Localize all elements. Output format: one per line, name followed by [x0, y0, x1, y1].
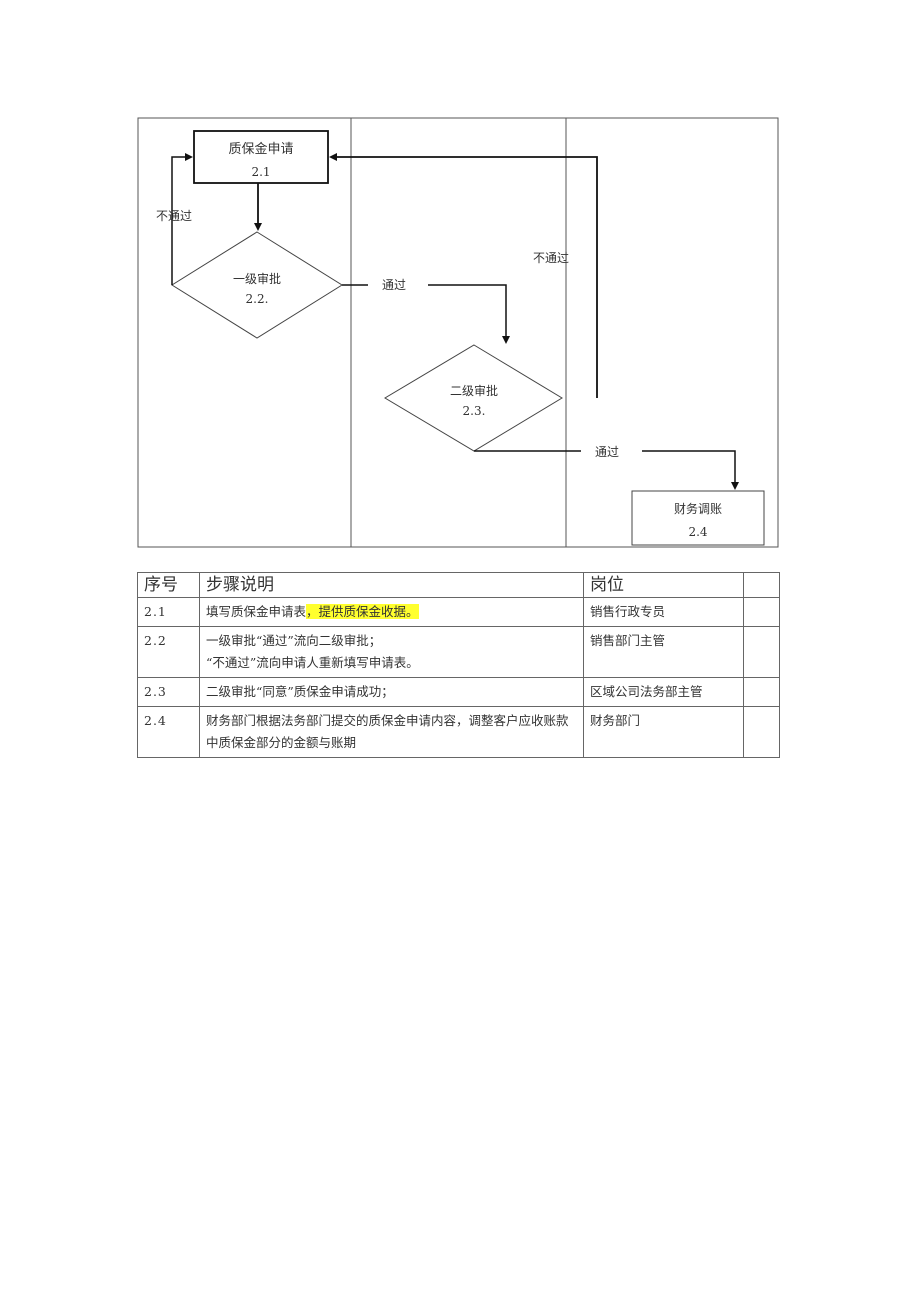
row-seq: 2.3: [137, 677, 200, 707]
row-desc: 财务部门根据法务部门提交的质保金申请内容，调整客户应收账款中质保金部分的金额与账…: [199, 706, 584, 758]
row-desc: 一级审批“通过”流向二级审批； “不通过”流向申请人重新填写申请表。: [199, 626, 584, 678]
table-header-row: 序号 步骤说明 岗位: [137, 572, 780, 598]
reject-label-1: 不通过: [156, 209, 192, 223]
row-extra: [743, 706, 780, 758]
node-2-4-box: [631, 490, 765, 546]
header-role: 岗位: [583, 572, 744, 598]
row-desc-text: 填写质保金申请表: [206, 604, 307, 619]
node-2-1-title: 质保金申请: [228, 141, 293, 157]
row-role: 财务部门: [583, 706, 744, 758]
arrow-2-2-pass-to-2-3: [428, 284, 510, 344]
row-role: 销售部门主管: [583, 626, 744, 678]
header-seq: 序号: [137, 572, 200, 598]
arrow-2-3-reject-to-2-1: [329, 153, 598, 398]
row-desc-highlight: ，提供质保金收据。: [306, 604, 419, 619]
reject-label-2: 不通过: [533, 251, 569, 265]
row-role: 销售行政专员: [583, 597, 744, 627]
row-desc: 填写质保金申请表，提供质保金收据。: [199, 597, 584, 627]
row-extra: [743, 597, 780, 627]
node-2-3-id: 2.3.: [463, 404, 486, 418]
table-row: 2.1 填写质保金申请表，提供质保金收据。 销售行政专员: [137, 597, 780, 627]
flowchart: 质保金申请 2.1 一级审批 2.2. 二级审批 2.3. 财务调账 2.4 不…: [137, 117, 779, 548]
row-role: 区域公司法务部主管: [583, 677, 744, 707]
row-seq: 2.4: [137, 706, 200, 758]
node-2-1-box: [193, 130, 329, 184]
steps-table: 序号 步骤说明 岗位 2.1 填写质保金申请表，提供质保金收据。 销售行政专员 …: [137, 572, 780, 758]
node-2-4-id: 2.4: [688, 525, 707, 539]
pass-label-1: 通过: [382, 278, 406, 292]
row-desc-line-2: “不通过”流向申请人重新填写申请表。: [206, 655, 419, 670]
row-extra: [743, 626, 780, 678]
flowchart-frame: [137, 117, 779, 548]
node-2-2-id: 2.2.: [246, 292, 269, 306]
node-2-2-title: 一级审批: [233, 271, 281, 286]
row-desc-line-1: 一级审批“通过”流向二级审批；: [206, 633, 382, 648]
node-2-3-diamond: [384, 344, 563, 452]
row-desc: 二级审批“同意”质保金申请成功；: [199, 677, 584, 707]
row-seq: 2.1: [137, 597, 200, 627]
pass-label-2: 通过: [595, 445, 619, 459]
node-2-2-diamond: [171, 231, 343, 339]
table-row: 2.3 二级审批“同意”质保金申请成功； 区域公司法务部主管: [137, 677, 780, 707]
row-extra: [743, 677, 780, 707]
node-2-3-title: 二级审批: [450, 383, 498, 398]
arrow-2-2-reject-to-2-1: [171, 153, 193, 285]
row-seq: 2.2: [137, 626, 200, 678]
table-row: 2.4 财务部门根据法务部门提交的质保金申请内容，调整客户应收账款中质保金部分的…: [137, 706, 780, 758]
header-extra: [743, 572, 780, 598]
arrow-2-3-pass-to-2-4: [642, 450, 739, 490]
table-row: 2.2 一级审批“通过”流向二级审批； “不通过”流向申请人重新填写申请表。 销售…: [137, 626, 780, 678]
header-desc: 步骤说明: [199, 572, 584, 598]
node-2-4-title: 财务调账: [674, 501, 722, 516]
node-2-1-id: 2.1: [251, 165, 270, 179]
